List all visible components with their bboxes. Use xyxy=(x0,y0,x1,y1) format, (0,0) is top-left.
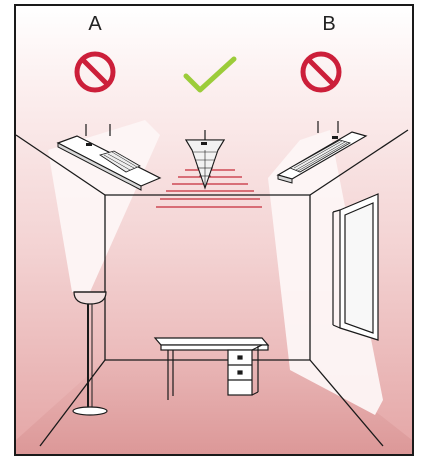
label-a: A xyxy=(88,13,102,35)
window-icon xyxy=(333,194,378,340)
label-b: B xyxy=(322,13,335,35)
